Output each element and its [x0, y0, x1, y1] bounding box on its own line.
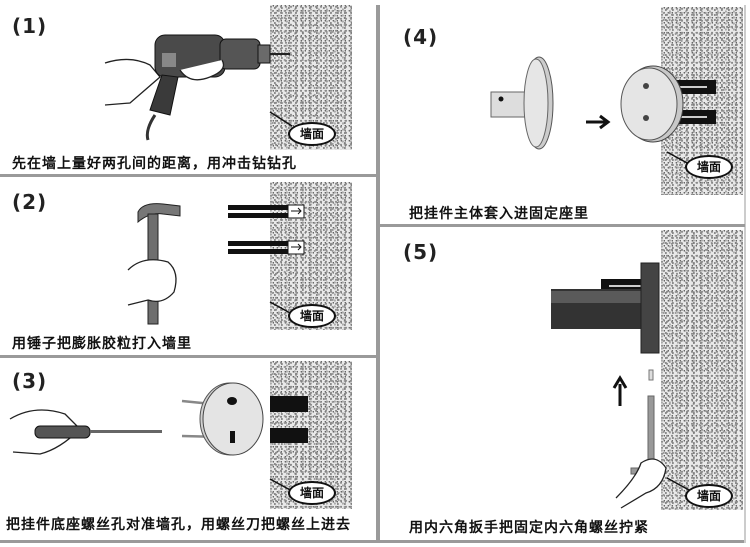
wall-surface — [270, 5, 352, 150]
step-2-number: (2) — [12, 190, 48, 214]
step-4-number: (4) — [403, 25, 439, 49]
wall-anchor-icon — [228, 204, 305, 255]
arrow-right-icon — [586, 114, 611, 130]
hex-key-icon — [615, 369, 667, 509]
hook-body-icon — [490, 56, 554, 150]
divider — [0, 355, 376, 358]
step-4-caption: 把挂件主体套入进固定座里 — [409, 206, 589, 222]
wall-label: 墙面 — [288, 481, 336, 505]
step-3-panel: (3) 墙面 把挂件底座螺丝孔对准墙孔，用螺丝刀把螺丝上进去 — [0, 359, 372, 544]
step-4-panel: (4) 墙面 把挂件主体套入进固定座里 — [381, 5, 743, 223]
divider — [380, 224, 745, 227]
step-5-number: (5) — [403, 240, 439, 264]
step-2-caption: 用锤子把膨胀胶粒打入墙里 — [12, 336, 192, 352]
hook-side-view-icon — [551, 262, 660, 354]
step-1-number: (1) — [12, 14, 48, 38]
step-3-number: (3) — [12, 369, 48, 393]
mounted-base-icon — [620, 65, 716, 143]
callout-pointer — [666, 477, 690, 491]
step-2-panel: (2) 墙面 用锤子把膨胀胶粒打入墙里 — [0, 178, 372, 353]
step-5-caption: 用内六角扳手把固定内六角螺丝拧紧 — [409, 520, 649, 536]
step-3-caption: 把挂件底座螺丝孔对准墙孔，用螺丝刀把螺丝上进去 — [6, 517, 351, 533]
arrow-up-icon — [612, 375, 628, 406]
wall-hole — [270, 396, 308, 412]
wall-label: 墙面 — [288, 122, 336, 146]
step-5-panel: (5) 墙面 用内六角扳手把固定内六角螺丝拧紧 — [381, 228, 743, 538]
step-1-caption: 先在墙上量好两孔间的距离，用冲击钻钻孔 — [12, 156, 297, 172]
callout-pointer — [269, 111, 293, 127]
divider — [0, 540, 745, 543]
step-1-panel: (1) 墙面 先在墙上量好两孔间的距离，用冲击钻钻孔 — [0, 0, 372, 175]
base-plate-icon — [181, 382, 264, 456]
screwdriver-icon — [9, 409, 162, 455]
divider — [744, 5, 746, 543]
wall-label: 墙面 — [685, 155, 733, 179]
wall-surface — [661, 230, 743, 510]
wall-hole — [270, 428, 308, 443]
divider — [376, 5, 380, 543]
callout-pointer — [666, 151, 690, 165]
wall-label: 墙面 — [288, 304, 336, 328]
hammer-icon — [127, 203, 181, 325]
wall-label: 墙面 — [685, 484, 733, 508]
divider — [0, 174, 376, 177]
impact-drill-icon — [104, 34, 290, 141]
